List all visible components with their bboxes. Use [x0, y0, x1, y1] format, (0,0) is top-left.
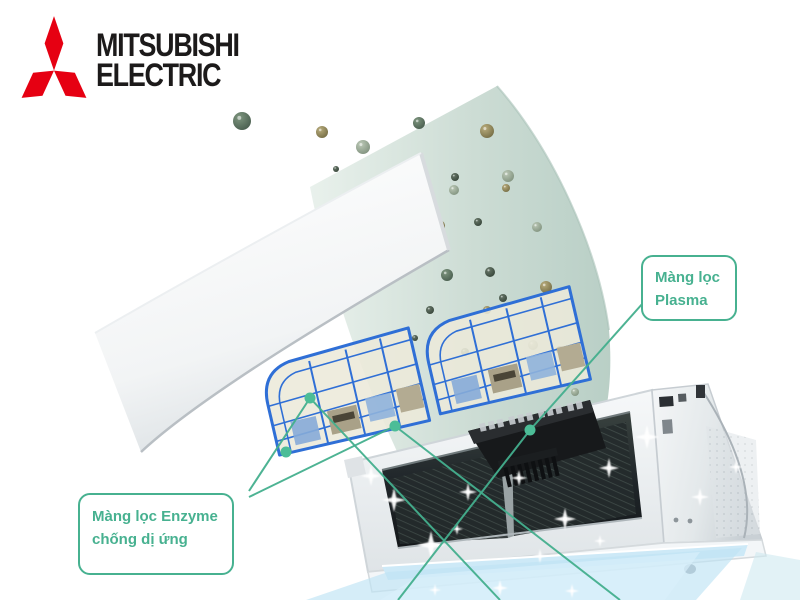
- callout-enzyme-filter: Màng lọc Enzyme chống dị ứng: [78, 493, 234, 575]
- mitsubishi-electric-logo: MITSUBISHI ELECTRIC: [18, 14, 266, 100]
- unit-left-bracket: [344, 456, 366, 478]
- callout-enzyme-line2: chống dị ứng: [92, 531, 188, 549]
- callout-enzyme-line1: Màng lọc Enzyme: [92, 508, 218, 525]
- leader-lines: [248, 302, 644, 600]
- three-diamond-icon: [21, 16, 87, 98]
- anchor-dots: [280, 392, 536, 458]
- unit-mesh-left: [390, 453, 508, 544]
- front-panel: [94, 152, 451, 453]
- brand-line2: ELECTRIC: [96, 57, 222, 94]
- callout-plasma-filter: Màng lọc Plasma: [641, 255, 737, 321]
- plasma-filter: [468, 400, 606, 488]
- callout-plasma-line1: Màng lọc: [655, 269, 721, 286]
- airstream-edge-highlight: [496, 85, 610, 331]
- airflow: [306, 548, 800, 600]
- brand-wordmark: MITSUBISHI ELECTRIC: [96, 27, 240, 94]
- sparkles: [361, 425, 743, 598]
- callout-plasma-line2: Plasma: [655, 292, 708, 310]
- unit-end-cap: [651, 383, 764, 544]
- brand-line1: MITSUBISHI: [96, 27, 240, 63]
